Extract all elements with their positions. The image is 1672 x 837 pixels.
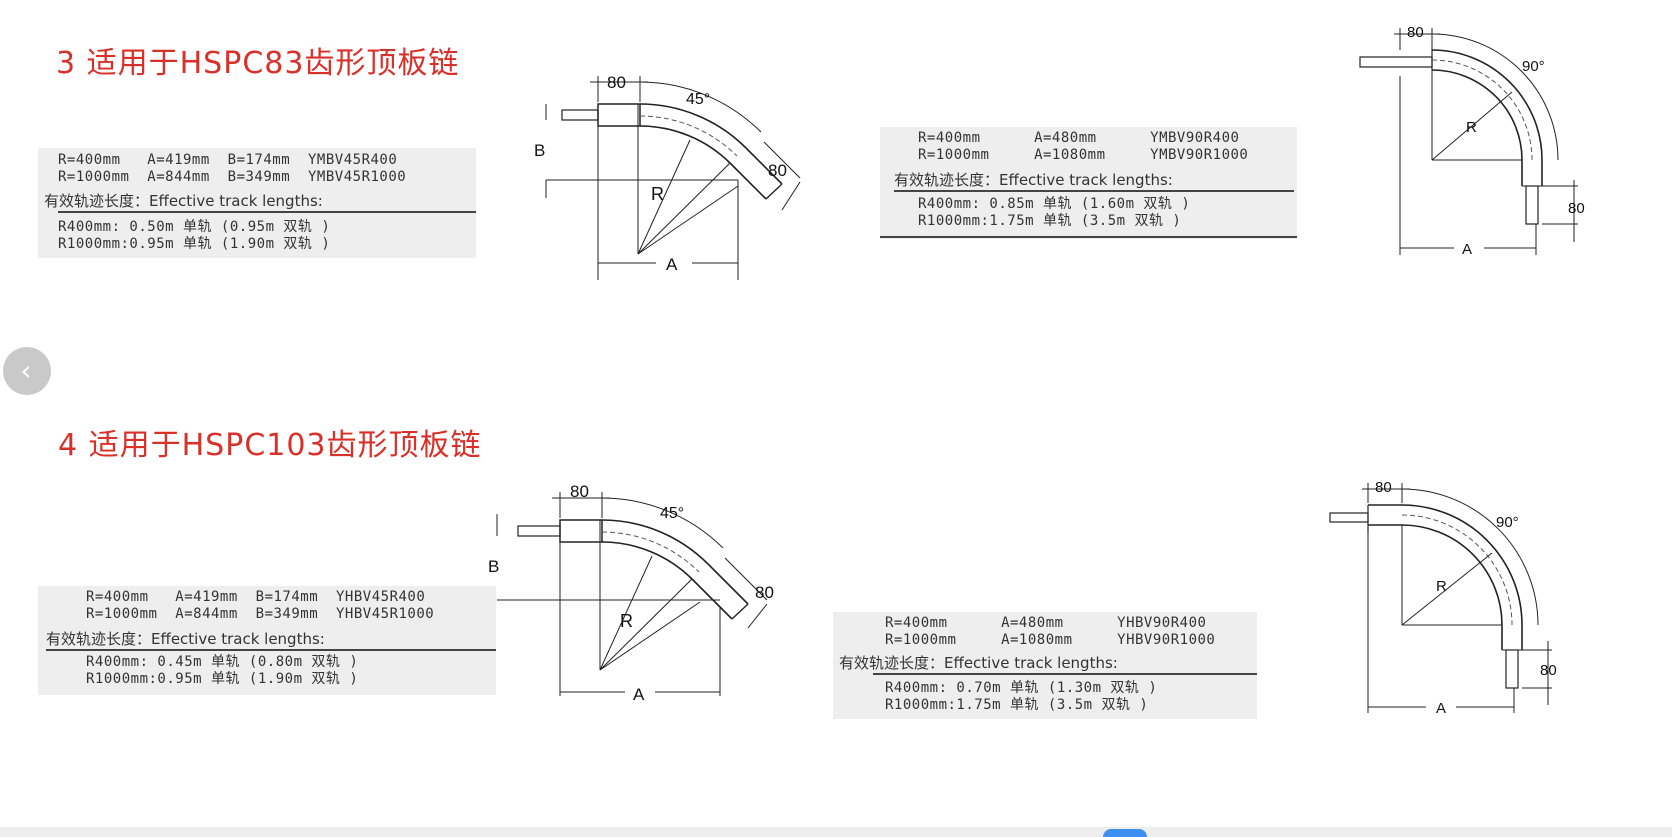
dim-a-label: A	[1436, 700, 1446, 717]
angle-label: 90°	[1496, 514, 1519, 531]
dim-80-top-label: 80	[1407, 24, 1424, 41]
bottom-badge[interactable]	[1103, 829, 1147, 837]
track-length-label: 有效轨迹长度：Effective track lengths:	[46, 630, 325, 648]
radius-label: R	[1466, 119, 1477, 136]
dim-80-side-label: 80	[1568, 200, 1585, 217]
track-length-label: 有效轨迹长度：Effective track lengths:	[44, 192, 323, 210]
divider	[58, 211, 476, 213]
track-length-label: 有效轨迹长度：Effective track lengths:	[839, 654, 1118, 672]
track-length-r1000: R1000mm:1.75m 单轨 (3.5m 双轨 )	[885, 697, 1149, 713]
track-length-r1000: R1000mm:0.95m 单轨 (1.90m 双轨 )	[86, 671, 359, 687]
track-length-r400: R400mm: 0.85m 单轨 (1.60m 双轨 )	[918, 196, 1191, 212]
section-3-heading: 3 适用于HSPC83齿形顶板链	[56, 46, 460, 81]
angle-label: 45°	[660, 505, 684, 522]
spec-row-r400: R=400mm A=480mm YHBV90R400	[885, 615, 1207, 631]
radius-label: R	[620, 611, 633, 631]
dim-b-label: B	[534, 141, 545, 160]
dim-a-label: A	[1462, 241, 1472, 258]
track-length-r400: R400mm: 0.45m 单轨 (0.80m 双轨 )	[86, 654, 359, 670]
spec-row-r1000: R=1000mm A=1080mm YMBV90R1000	[918, 147, 1249, 163]
spec-row-r400: R=400mm A=480mm YMBV90R400	[918, 130, 1240, 146]
radius-label: R	[1436, 578, 1447, 595]
bottom-toolbar	[0, 827, 1672, 837]
spec-row-r1000: R=1000mm A=1080mm YHBV90R1000	[885, 632, 1216, 648]
spec-panel-4-45: R=400mm A=419mm B=174mm YHBV45R400 R=100…	[38, 586, 496, 695]
spec-row-r1000: R=1000mm A=844mm B=349mm YMBV45R1000	[58, 169, 407, 185]
track-length-r1000: R1000mm:1.75m 单轨 (3.5m 双轨 )	[918, 213, 1182, 229]
dim-a-label: A	[633, 685, 645, 704]
spec-panel-4-90: R=400mm A=480mm YHBV90R400 R=1000mm A=10…	[833, 612, 1257, 719]
dim-80-side-label: 80	[755, 583, 774, 602]
dim-80-side-label: 80	[768, 161, 787, 180]
spec-panel-3-90: R=400mm A=480mm YMBV90R400 R=1000mm A=10…	[880, 127, 1297, 239]
curve-45-diagram-3: B A 80 45° 80 R	[534, 70, 860, 290]
dim-a-label: A	[666, 255, 678, 274]
dim-80-side-label: 80	[1540, 662, 1557, 679]
spec-row-r1000: R=1000mm A=844mm B=349mm YHBV45R1000	[86, 606, 435, 622]
dim-80-top-label: 80	[1375, 479, 1392, 496]
track-length-r1000: R1000mm:0.95m 单轨 (1.90m 双轨 )	[58, 236, 331, 252]
curve-90-diagram-3: A 80 90° 80 R	[1359, 20, 1590, 260]
section-4-heading: 4 适用于HSPC103齿形顶板链	[58, 428, 482, 463]
divider	[894, 190, 1294, 192]
track-length-r400: R400mm: 0.50m 单轨 (0.95m 双轨 )	[58, 219, 331, 235]
divider	[873, 673, 1257, 675]
spec-panel-3-45: R=400mm A=419mm B=174mm YMBV45R400 R=100…	[38, 148, 476, 258]
track-length-r400: R400mm: 0.70m 单轨 (1.30m 双轨 )	[885, 680, 1158, 696]
curve-45-diagram-4: B A 80 45° 80 R	[488, 482, 805, 708]
divider	[46, 649, 496, 651]
angle-label: 45°	[686, 91, 710, 108]
dim-b-label: B	[488, 557, 499, 576]
dim-80-top-label: 80	[570, 482, 589, 501]
curve-90-diagram-4: A 80 90° 80 R	[1329, 475, 1570, 720]
divider	[880, 236, 1297, 238]
prev-button[interactable]: ‹	[3, 347, 51, 395]
dim-80-top-label: 80	[607, 73, 626, 92]
track-length-label: 有效轨迹长度：Effective track lengths:	[894, 171, 1173, 189]
spec-row-r400: R=400mm A=419mm B=174mm YHBV45R400	[86, 589, 426, 605]
chevron-left-icon: ‹	[20, 354, 32, 387]
angle-label: 90°	[1522, 58, 1545, 75]
spec-row-r400: R=400mm A=419mm B=174mm YMBV45R400	[58, 152, 398, 168]
radius-label: R	[651, 184, 664, 204]
